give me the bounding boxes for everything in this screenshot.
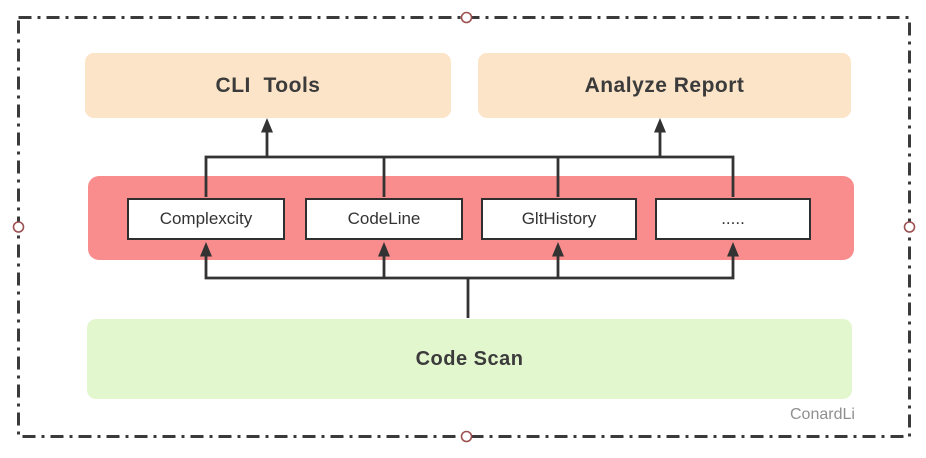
codeline-label: CodeLine bbox=[347, 209, 421, 228]
node-cli-tools[interactable]: CLI Tools bbox=[85, 53, 451, 118]
connection-handle-top[interactable] bbox=[460, 11, 473, 24]
complexcity-label: Complexcity bbox=[159, 209, 253, 228]
cli-tools-label: CLI Tools bbox=[215, 73, 321, 97]
arrowhead-glthistory bbox=[552, 242, 564, 257]
arrowhead-cli-tools bbox=[261, 118, 273, 133]
connector-plugins-to-top bbox=[204, 118, 735, 197]
code-scan-label: Code Scan bbox=[415, 347, 524, 370]
node-code-scan[interactable]: Code Scan bbox=[87, 319, 852, 399]
connector-codescan-to-plugins bbox=[200, 242, 739, 318]
node-glthistory[interactable]: GltHistory bbox=[481, 198, 637, 240]
arrowhead-complexcity bbox=[200, 242, 212, 257]
node-codeline[interactable]: CodeLine bbox=[305, 198, 463, 240]
connection-handle-left[interactable] bbox=[12, 221, 25, 233]
connection-handle-right[interactable] bbox=[903, 221, 916, 233]
node-ellipsis[interactable]: ..... bbox=[655, 198, 811, 240]
arrowhead-codeline bbox=[378, 242, 390, 257]
glthistory-label: GltHistory bbox=[521, 209, 597, 228]
analyze-report-label: Analyze Report bbox=[584, 73, 745, 97]
node-analyze-report[interactable]: Analyze Report bbox=[478, 53, 851, 118]
connection-handle-bottom[interactable] bbox=[460, 430, 473, 443]
watermark: ConardLi bbox=[790, 406, 855, 423]
arrowhead-ellipsis bbox=[727, 242, 739, 257]
ellipsis-label: ..... bbox=[721, 209, 745, 228]
arrowhead-analyze-report bbox=[654, 118, 666, 133]
node-complexcity[interactable]: Complexcity bbox=[127, 198, 285, 240]
